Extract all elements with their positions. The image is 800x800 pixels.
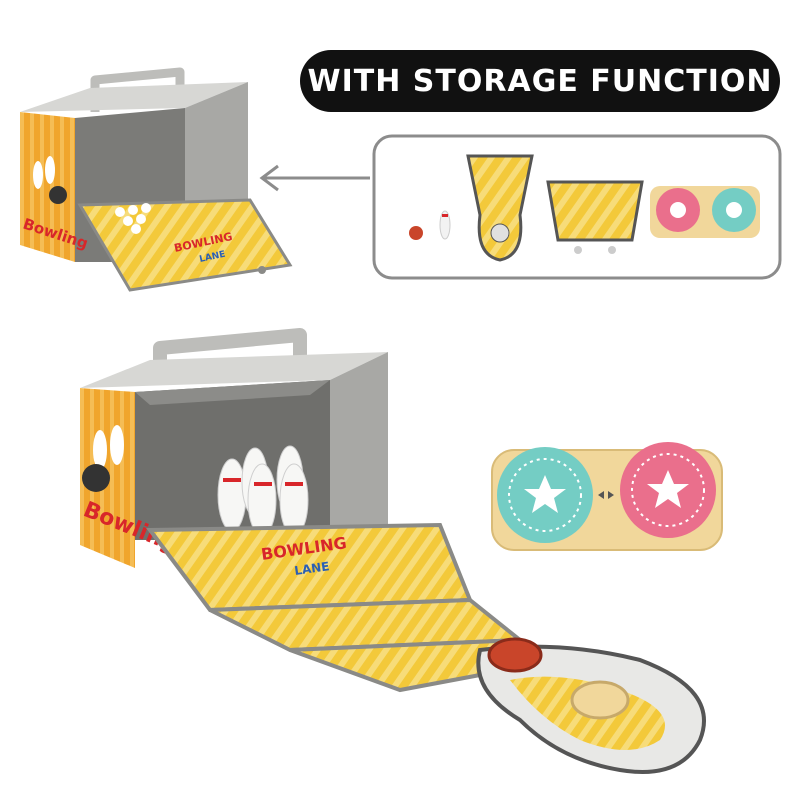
storage-function-banner: WITH STORAGE FUNCTION [300,50,780,112]
pink-dial [620,442,716,538]
box-top [80,352,388,388]
stored-parts-panel [372,134,782,280]
lane-middle-piece [546,180,644,254]
dial-divider-arrows [598,491,614,499]
star-icon [524,475,566,513]
box-right-side [330,352,388,560]
scoreboard [491,442,723,551]
ball-launcher [476,637,706,774]
side-pins-graphic [33,156,67,204]
mini-scoreboard [650,186,760,238]
mini-pin [439,210,451,240]
star-icon [647,470,689,508]
launcher-knob [570,680,630,720]
box-left-panel [20,112,75,262]
tray-knob [258,266,266,274]
teal-dial [497,447,593,543]
pin-spots [115,203,151,234]
bowling-ball [487,637,543,673]
side-pins-graphic [82,425,124,492]
box-top [20,82,248,112]
open-bowling-box: Bowling BOWLING LANE [80,328,706,774]
lane-logo-bottom: LANE [293,559,330,578]
banner-text: WITH STORAGE FUNCTION [307,63,773,99]
stored-bowling-box: Bowling BOWLING LANE [20,67,293,292]
mini-ball [409,226,423,240]
storage-arrow [259,164,370,192]
bowling-pins [217,445,309,537]
lane-end-piece [466,154,534,262]
